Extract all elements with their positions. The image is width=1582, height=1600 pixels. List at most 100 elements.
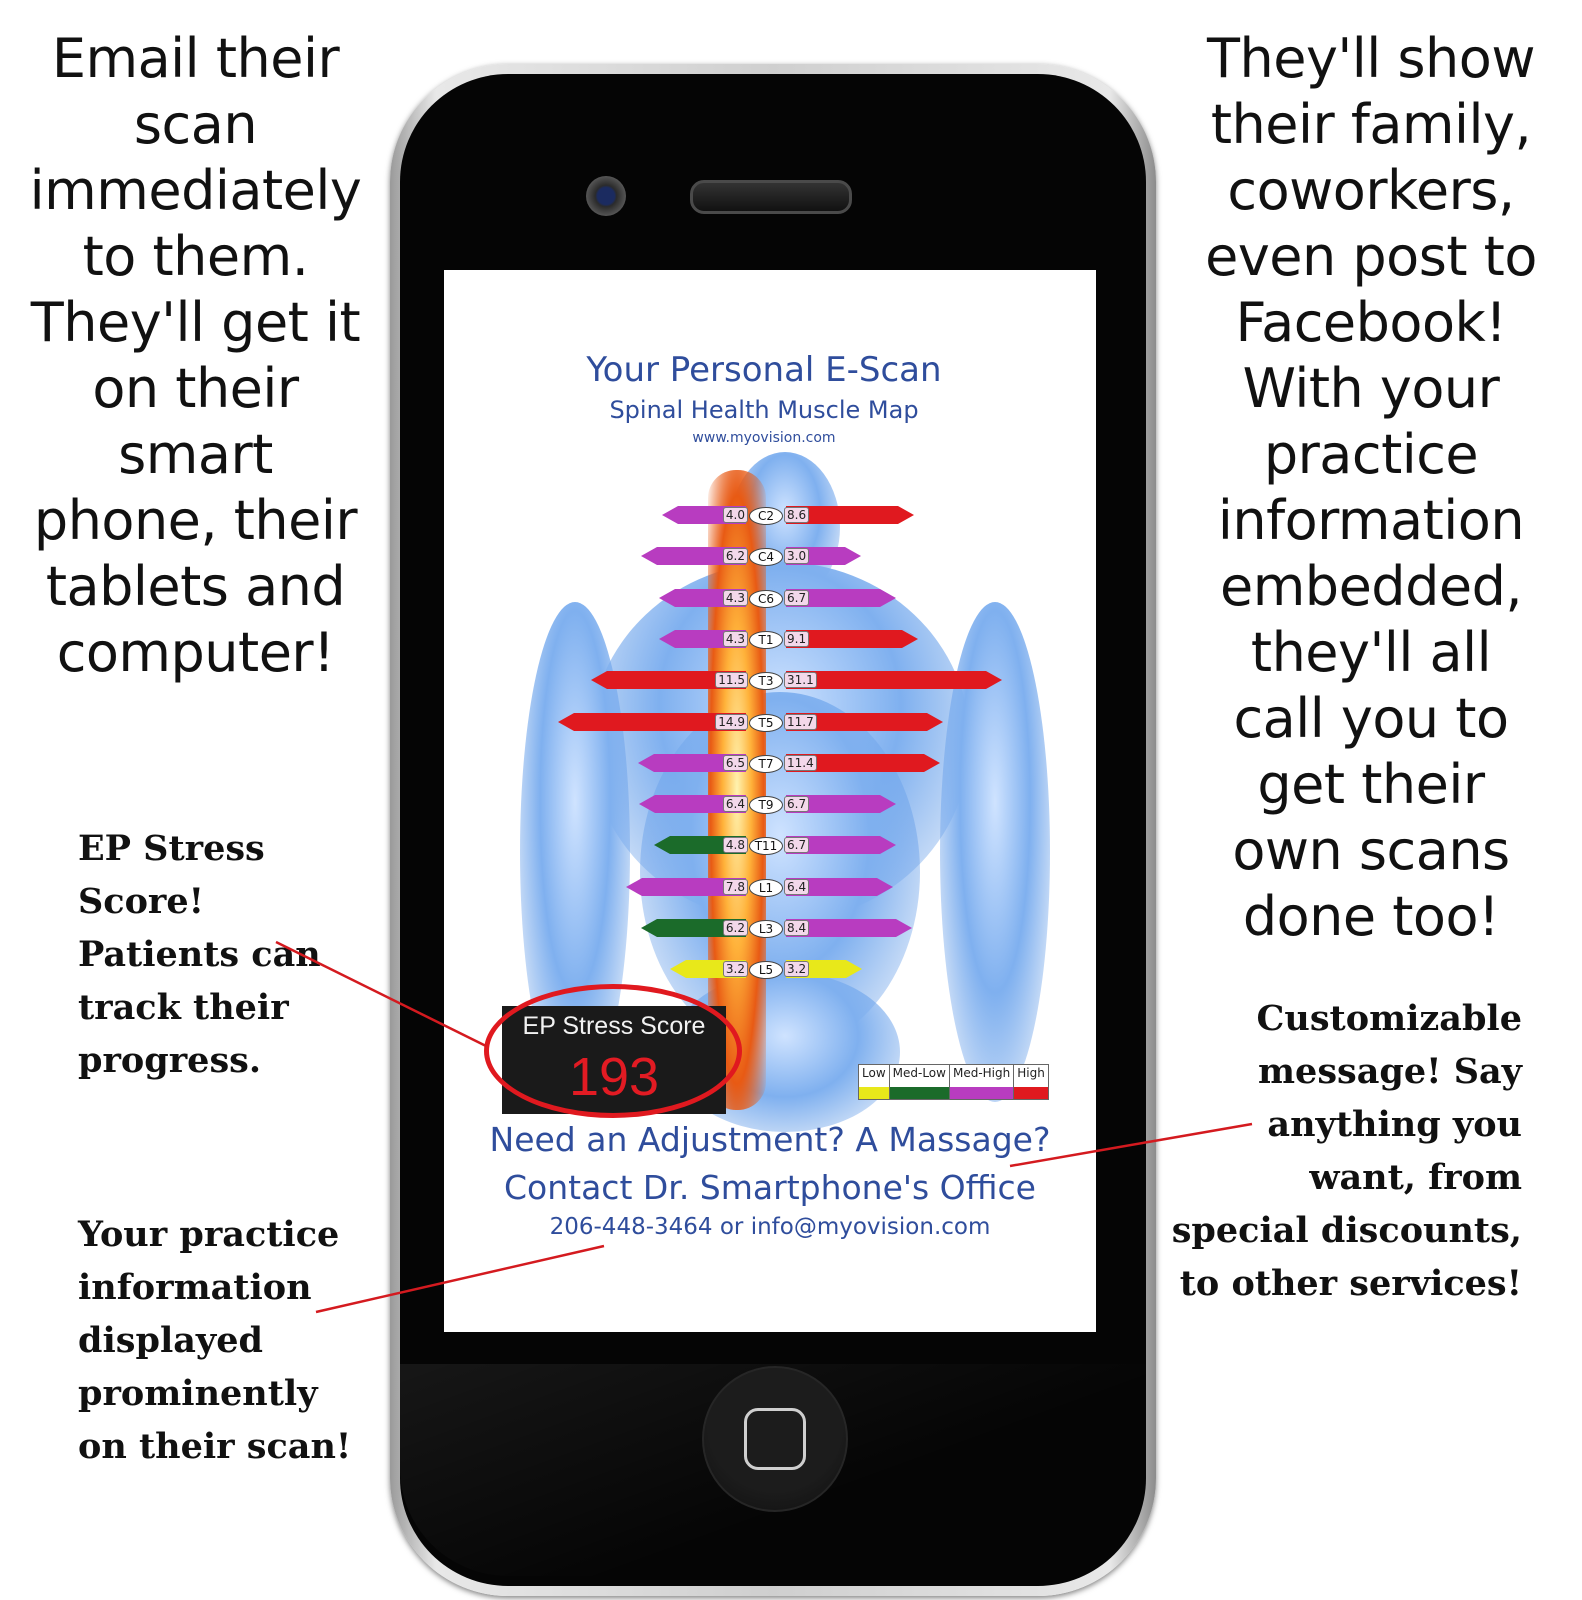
legend-item-low: Low bbox=[859, 1065, 890, 1099]
bar-left-arrow bbox=[641, 547, 658, 566]
bar-right-arrow bbox=[895, 919, 912, 937]
legend-item-med-low: Med-Low bbox=[889, 1065, 950, 1099]
bar-left-arrow bbox=[662, 506, 678, 524]
bar-right-l3 bbox=[786, 919, 912, 937]
legend-label: Med-High bbox=[952, 1066, 1011, 1080]
bar-left-arrow bbox=[590, 671, 607, 690]
bar-left-t3 bbox=[590, 671, 746, 690]
practice-message-line1: Need an Adjustment? A Massage? bbox=[489, 1120, 1051, 1159]
scan-subtitle: Spinal Health Muscle Map bbox=[609, 396, 919, 424]
bar-left-l1 bbox=[625, 877, 746, 896]
value-left-l3: 6.2 bbox=[722, 920, 748, 936]
bar-left-arrow bbox=[669, 960, 686, 979]
legend-item-high: High bbox=[1014, 1065, 1048, 1099]
vertebra-label-t7: T7 bbox=[749, 754, 783, 773]
bar-left-t5 bbox=[558, 712, 746, 731]
legend-item-med-high: Med-High bbox=[949, 1065, 1015, 1099]
legend-label: Low bbox=[862, 1066, 886, 1080]
bar-left-arrow bbox=[639, 795, 656, 814]
vertebra-label-l1: L1 bbox=[749, 878, 783, 897]
vertebra-label-l5: L5 bbox=[749, 961, 783, 980]
callout-custom-message: Customizable message! Say anything you w… bbox=[1171, 998, 1522, 1304]
bar-right-t11 bbox=[786, 836, 896, 855]
value-right-l3: 8.4 bbox=[784, 920, 810, 936]
value-right-l1: 6.4 bbox=[784, 878, 810, 895]
bar-right-arrow bbox=[879, 795, 896, 814]
legend-label: High bbox=[1017, 1066, 1045, 1080]
phone-screen: Your Personal E-Scan Spinal Health Muscl… bbox=[444, 270, 1096, 1332]
bar-right-arrow bbox=[879, 836, 896, 855]
value-left-t11: 4.8 bbox=[722, 837, 748, 854]
bar-right-arrow bbox=[846, 960, 863, 979]
value-right-t5: 11.7 bbox=[784, 713, 817, 730]
value-left-l5: 3.2 bbox=[722, 961, 748, 978]
bar-right-arrow bbox=[876, 877, 893, 896]
bar-right-t9 bbox=[786, 795, 896, 814]
legend-swatch bbox=[1014, 1087, 1048, 1099]
practice-contact-info: 206-448-3464 or info@myovision.com bbox=[549, 1214, 991, 1240]
legend-swatch bbox=[949, 1087, 1014, 1099]
bar-left-arrow bbox=[558, 712, 575, 731]
bar-right-t7 bbox=[786, 753, 941, 772]
spine-heat-column bbox=[708, 470, 766, 1110]
value-right-c2: 8.6 bbox=[784, 507, 810, 523]
bar-right-t5 bbox=[786, 712, 944, 731]
bar-right-arrow bbox=[927, 712, 944, 731]
legend-label: Med-Low bbox=[892, 1066, 946, 1080]
bar-right-c6 bbox=[786, 588, 896, 607]
earpiece-speaker-icon bbox=[690, 180, 852, 214]
vertebra-label-c6: C6 bbox=[749, 589, 783, 608]
vertebra-label-t1: T1 bbox=[749, 630, 783, 649]
scan-title: Your Personal E-Scan bbox=[586, 350, 942, 390]
bar-left-arrow bbox=[654, 836, 671, 855]
value-right-t9: 6.7 bbox=[784, 796, 810, 813]
value-left-t3: 11.5 bbox=[715, 672, 748, 689]
value-left-c6: 4.3 bbox=[722, 589, 748, 606]
vertebra-label-t9: T9 bbox=[749, 796, 783, 815]
bar-right-t1 bbox=[786, 629, 919, 648]
bar-left-arrow bbox=[625, 877, 642, 896]
bar-right-arrow bbox=[897, 506, 914, 524]
highlight-circle bbox=[484, 984, 742, 1118]
value-left-t9: 6.4 bbox=[722, 796, 748, 813]
value-right-t11: 6.7 bbox=[784, 837, 810, 854]
callout-practice-info: Your practice information displayed prom… bbox=[78, 1214, 352, 1467]
bar-right-arrow bbox=[902, 629, 919, 648]
value-right-c6: 6.7 bbox=[784, 589, 810, 606]
legend-swatch bbox=[889, 1087, 949, 1099]
front-camera-icon bbox=[586, 176, 626, 216]
vertebra-label-t5: T5 bbox=[749, 713, 783, 732]
value-left-t1: 4.3 bbox=[722, 630, 748, 647]
value-right-t1: 9.1 bbox=[784, 630, 810, 647]
value-right-t3: 31.1 bbox=[784, 672, 817, 689]
legend-swatch bbox=[859, 1087, 889, 1099]
value-left-c4: 6.2 bbox=[722, 548, 748, 565]
value-right-t7: 11.4 bbox=[784, 754, 817, 771]
vertebra-label-c4: C4 bbox=[749, 548, 783, 567]
vertebra-label-c2: C2 bbox=[749, 507, 783, 525]
bar-right-t3 bbox=[786, 671, 1002, 690]
bar-left-arrow bbox=[659, 629, 676, 648]
bar-left-arrow bbox=[641, 919, 658, 937]
bar-right-c2 bbox=[786, 506, 914, 524]
value-left-t7: 6.5 bbox=[722, 754, 748, 771]
vertebra-label-t3: T3 bbox=[749, 672, 783, 691]
right-promo-text: They'll show their family, coworkers, ev… bbox=[1205, 27, 1537, 948]
scan-url: www.myovision.com bbox=[692, 430, 836, 446]
value-left-t5: 14.9 bbox=[715, 713, 748, 730]
value-left-c2: 4.0 bbox=[722, 507, 748, 523]
practice-message-line2: Contact Dr. Smartphone's Office bbox=[504, 1168, 1036, 1207]
home-square-icon bbox=[744, 1408, 806, 1470]
vertebra-label-t11: T11 bbox=[749, 837, 783, 856]
vertebra-label-l3: L3 bbox=[749, 920, 783, 938]
home-button[interactable] bbox=[702, 1366, 848, 1512]
bar-right-arrow bbox=[986, 671, 1002, 690]
value-left-l1: 7.8 bbox=[722, 878, 748, 895]
value-right-c4: 3.0 bbox=[784, 548, 810, 565]
bar-left-arrow bbox=[638, 753, 655, 772]
bar-right-arrow bbox=[844, 547, 861, 566]
left-promo-text: Email their scan immediately to them. Th… bbox=[29, 27, 362, 684]
bar-left-arrow bbox=[659, 588, 676, 607]
value-right-l5: 3.2 bbox=[784, 961, 810, 978]
